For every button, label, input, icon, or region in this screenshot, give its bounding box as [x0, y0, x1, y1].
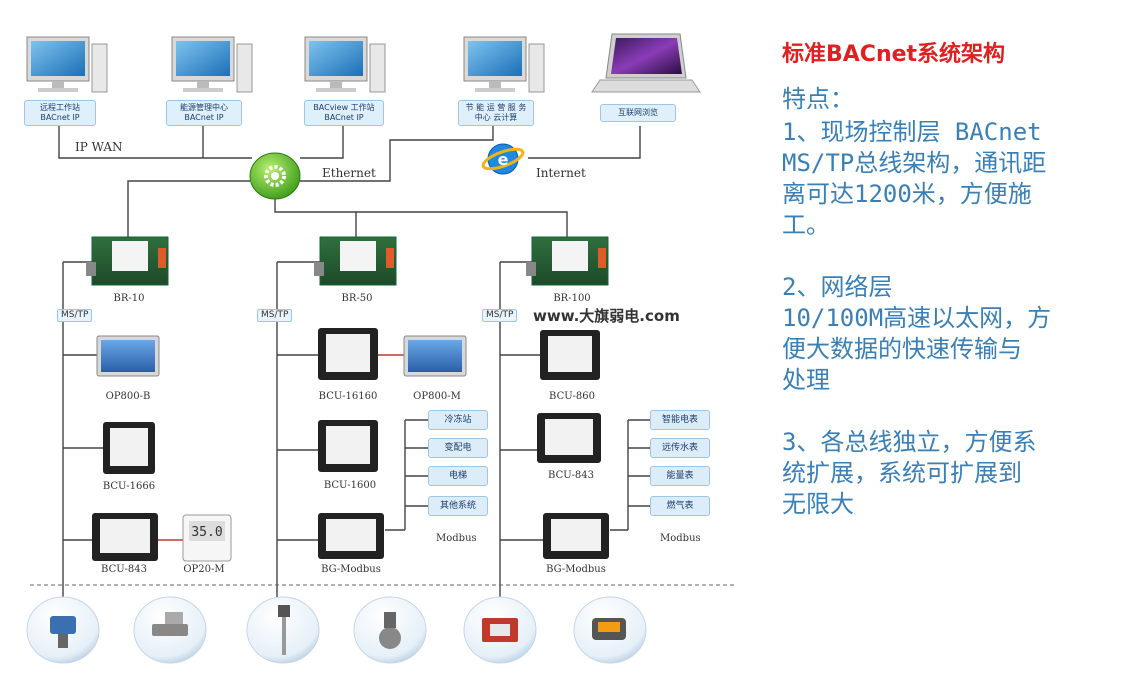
watermark-text: www.大旗弱电.com [533, 307, 680, 325]
device-label: BCU-1666 [102, 481, 156, 492]
controller-bcu-843-c3 [537, 413, 601, 463]
workstation-label: BACview 工作站 BACnet IP [304, 100, 384, 126]
touch-panel-op800b [96, 335, 160, 377]
red-links [158, 354, 404, 541]
feature-line: 处理 [782, 366, 830, 394]
features-heading: 特点： [782, 85, 854, 113]
thermostat-op20m: 35.0 [182, 514, 232, 562]
router-label: BR-10 [113, 293, 145, 304]
device-label: BCU-843 [548, 470, 594, 481]
router-label: BR-100 [553, 293, 591, 304]
features-panel: 标准BACnet系统架构 特点： 1、现场控制层 BACnet MS/TP总线架… [782, 40, 1134, 520]
workstation-name: 互联网浏览 [618, 108, 658, 117]
page-title: 标准BACnet系统架构 [782, 42, 1006, 67]
router-board [526, 236, 609, 286]
svg-text:35.0: 35.0 [191, 525, 222, 540]
field-device-bubble [353, 596, 427, 664]
field-device-bubble [133, 596, 207, 664]
workstation-name: 节 能 运 营 服 务 [465, 103, 527, 112]
workstation-label: 节 能 运 营 服 务 中心 云计算 [458, 100, 534, 126]
mstp-bus-tag: MS/TP [257, 309, 293, 322]
modbus-label: Modbus [660, 533, 701, 544]
modbus-label: Modbus [436, 533, 477, 544]
workstation-label: 互联网浏览 [600, 104, 676, 122]
internet-explorer-icon: e [481, 143, 525, 175]
workstation-name: BACview 工作站 [313, 103, 375, 112]
workstation-name: 能源管理中心 [180, 103, 228, 112]
workstation-protocol: BACnet IP [184, 113, 224, 122]
field-device-bubble [573, 596, 647, 664]
device-label: BG-Modbus [321, 564, 381, 575]
laptop-icon [591, 33, 701, 93]
subsystem-box: 变配电 [428, 438, 488, 458]
field-device-bubble [246, 596, 320, 664]
device-label: BCU-16160 [318, 391, 378, 402]
controller-bcu-16160 [318, 328, 378, 380]
router-label: BR-50 [341, 293, 373, 304]
mstp-bus-tag: MS/TP [482, 309, 518, 322]
meter-box: 燃气表 [650, 496, 710, 516]
gateway-bg-modbus-c3 [543, 513, 609, 559]
feature-line: 3、各总线独立，方便系 [782, 428, 1037, 456]
workstation-protocol: BACnet IP [40, 113, 80, 122]
subsystem-box: 电梯 [428, 466, 488, 486]
workstation-cloud [463, 36, 545, 93]
workstation-protocol: BACnet IP [324, 113, 364, 122]
internet-label: Internet [536, 166, 586, 180]
feature-line: 统扩展，系统可扩展到 [782, 459, 1022, 487]
workstation-label: 能源管理中心 BACnet IP [166, 100, 242, 126]
controller-bcu-860 [540, 330, 600, 380]
feature-line: 10/100M高速以太网，方 [782, 304, 1052, 332]
device-label: OP800-B [105, 391, 151, 402]
feature-line: MS/TP总线架构，通讯距 [782, 149, 1047, 177]
device-label: BCU-843 [101, 564, 147, 575]
field-device-bubble [463, 596, 537, 664]
router-board [86, 236, 169, 286]
workstation-label: 远程工作站 BACnet IP [24, 100, 96, 126]
workstation-remote [26, 36, 108, 93]
controller-bcu-1600 [318, 420, 378, 472]
mstp-bus-tag: MS/TP [57, 309, 93, 322]
meter-box: 能量表 [650, 466, 710, 486]
subsystem-box: 其他系统 [428, 496, 488, 516]
workstation-name: 远程工作站 [40, 103, 80, 112]
feature-line: 工。 [782, 211, 830, 239]
subsystem-box: 冷冻站 [428, 410, 488, 430]
feature-line: 1、现场控制层 BACnet [782, 118, 1042, 146]
controller-bcu-1666 [103, 422, 155, 474]
ip-wan-label: IP WAN [75, 140, 123, 154]
device-label: BG-Modbus [546, 564, 606, 575]
meter-box: 远传水表 [650, 438, 710, 458]
workstation-bacview [304, 36, 386, 93]
gateway-bg-modbus-c2 [318, 513, 384, 559]
device-label: BCU-860 [549, 391, 595, 402]
workstation-energy [171, 36, 253, 93]
feature-line: 离可达1200米，方便施 [782, 180, 1032, 208]
workstation-protocol: 中心 云计算 [474, 113, 518, 122]
svg-text:e: e [498, 150, 509, 169]
feature-line: 无限大 [782, 490, 854, 518]
field-device-bubble [26, 596, 100, 664]
device-label: OP20-M [183, 564, 225, 575]
touch-panel-op800m [403, 335, 467, 377]
router-board [314, 236, 397, 286]
ethernet-switch-gear-icon [249, 152, 301, 200]
feature-line: 便大数据的快速传输与 [782, 335, 1022, 363]
feature-line: 2、网络层 [782, 273, 893, 301]
meter-box: 智能电表 [650, 410, 710, 430]
device-label: BCU-1600 [323, 480, 377, 491]
architecture-diagram: e 35.0 [26, 33, 735, 664]
controller-bcu-843-c1 [92, 513, 158, 561]
device-label: OP800-M [413, 391, 461, 402]
ethernet-label: Ethernet [322, 166, 376, 180]
